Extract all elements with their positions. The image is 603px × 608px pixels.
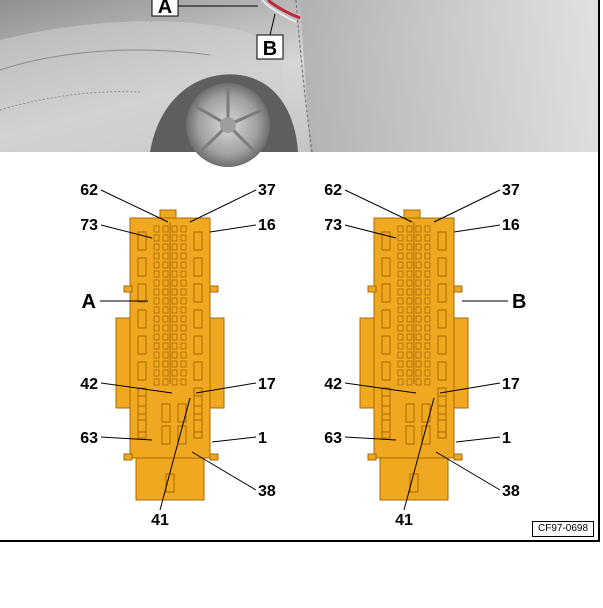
connector-housing <box>359 209 469 501</box>
pin-label-16: 16 <box>502 217 520 234</box>
pin-label-73: 73 <box>324 217 342 234</box>
connector-b-name: B <box>512 291 526 313</box>
pin-label-37: 37 <box>258 182 276 199</box>
callout-b: B <box>263 38 277 60</box>
pin-label-42: 42 <box>324 376 342 393</box>
pin-label-17: 17 <box>502 376 520 393</box>
figure-frame <box>0 0 600 542</box>
pin-label-73: 73 <box>80 217 98 234</box>
connector-a-pin-labels: 62 37 73 16 A 42 17 63 1 38 41 <box>80 182 276 529</box>
callout-a: A <box>158 0 172 18</box>
vehicle-illustration: A B <box>0 0 598 167</box>
pin-label-1: 1 <box>502 430 511 447</box>
pin-label-38: 38 <box>258 483 276 500</box>
pin-label-38: 38 <box>502 483 520 500</box>
pin-label-41: 41 <box>151 512 169 529</box>
connector-b: 62 37 73 16 B 42 17 63 1 38 41 <box>324 182 526 529</box>
pin-label-62: 62 <box>324 182 342 199</box>
wire-harness <box>267 0 301 20</box>
connector-a-name: A <box>82 291 96 313</box>
pin-label-1: 1 <box>258 430 267 447</box>
pin-label-42: 42 <box>80 376 98 393</box>
pin-label-17: 17 <box>258 376 276 393</box>
pin-label-63: 63 <box>80 430 98 447</box>
connector-a: 62 37 73 16 A 42 17 63 1 38 41 <box>80 182 276 529</box>
pin-label-37: 37 <box>502 182 520 199</box>
figure-reference-code: CF97-0698 <box>532 521 594 537</box>
pin-label-41: 41 <box>395 512 413 529</box>
connector-b-pin-labels: 62 37 73 16 B 42 17 63 1 38 41 <box>324 182 526 529</box>
connector-housing <box>115 209 225 501</box>
pin-label-62: 62 <box>80 182 98 199</box>
pin-label-16: 16 <box>258 217 276 234</box>
pin-label-63: 63 <box>324 430 342 447</box>
